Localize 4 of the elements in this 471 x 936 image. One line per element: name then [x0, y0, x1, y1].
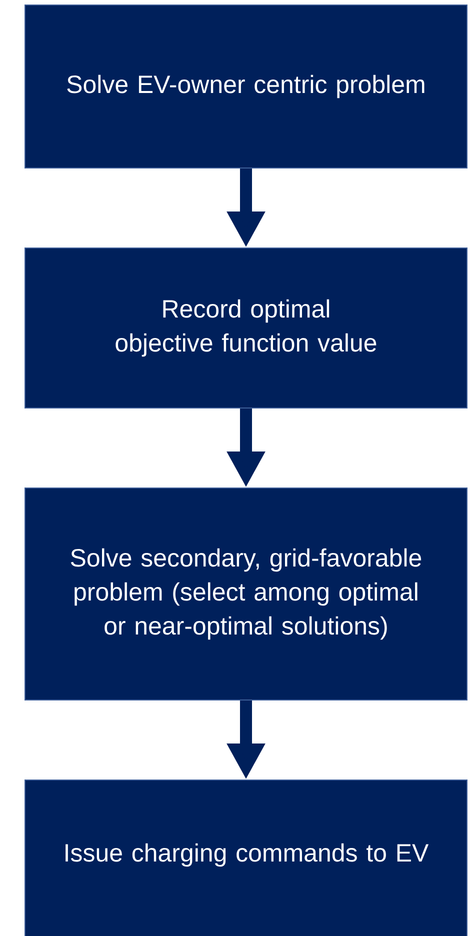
- process-box: Record optimal objective function value: [24, 248, 468, 408]
- process-box: Solve secondary, grid-favorable problem (select among optimal or near-optimal solutions): [24, 488, 468, 700]
- process-box: Solve EV-owner centric problem: [24, 4, 468, 168]
- process-box: Issue charging commands to EV: [24, 780, 468, 936]
